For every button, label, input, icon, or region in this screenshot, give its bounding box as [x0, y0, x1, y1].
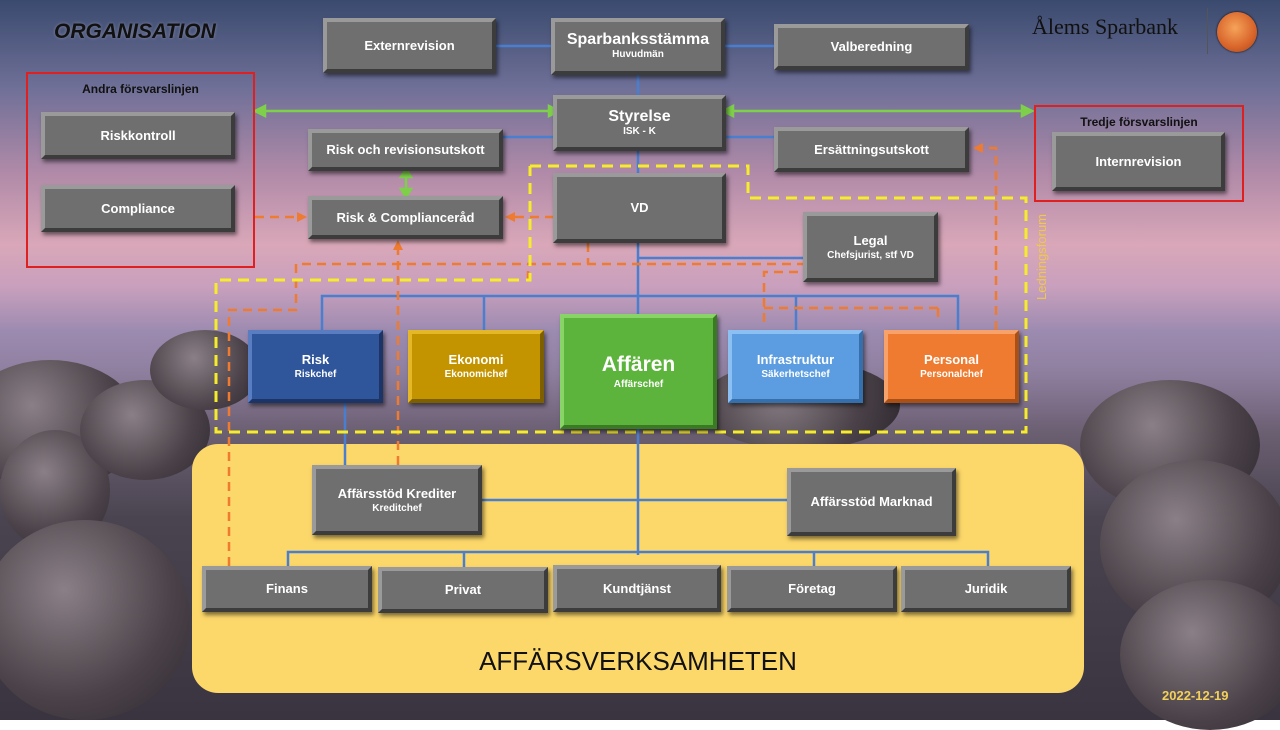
- legal-title: Legal: [854, 233, 888, 249]
- affaren-sub: Affärschef: [614, 378, 663, 391]
- kundtjanst-box[interactable]: Kundtjänst: [553, 565, 721, 612]
- ersattningsutskott-title: Ersättningsutskott: [814, 142, 929, 158]
- sparbanksstamma-sub: Huvudmän: [612, 48, 664, 61]
- third-line-label: Tredje försvarslinjen: [1036, 115, 1242, 129]
- styrelse-title: Styrelse: [608, 109, 670, 125]
- ersattningsutskott-box[interactable]: Ersättningsutskott: [774, 127, 969, 172]
- kundtjanst-title: Kundtjänst: [603, 581, 671, 597]
- compliance-box[interactable]: Compliance: [41, 185, 235, 232]
- foretag-box[interactable]: Företag: [727, 566, 897, 612]
- finans-box[interactable]: Finans: [202, 566, 372, 612]
- legal-sub: Chefsjurist, stf VD: [827, 249, 914, 262]
- juridik-title: Juridik: [965, 581, 1008, 597]
- risk-revisionsutskott-title: Risk och revisionsutskott: [326, 142, 484, 158]
- risk-revisionsutskott-box[interactable]: Risk och revisionsutskott: [308, 129, 503, 171]
- tree-logo-icon: [1217, 12, 1257, 52]
- ekonomi-title: Ekonomi: [449, 352, 504, 368]
- affarsstod-krediter-sub: Kreditchef: [372, 502, 421, 515]
- infrastruktur-title: Infrastruktur: [757, 352, 834, 368]
- valberedning-title: Valberedning: [831, 39, 913, 55]
- brand-divider: [1207, 8, 1208, 54]
- affarsstod-marknad-box[interactable]: Affärsstöd Marknad: [787, 468, 956, 536]
- foretag-title: Företag: [788, 581, 836, 597]
- sparbanksstamma-title: Sparbanksstämma: [567, 32, 709, 48]
- riskkontroll-title: Riskkontroll: [100, 128, 175, 144]
- personal-sub: Personalchef: [920, 368, 983, 381]
- externrevision-box[interactable]: Externrevision: [323, 18, 496, 73]
- infrastruktur-sub: Säkerhetschef: [761, 368, 829, 381]
- compliancerad-box[interactable]: Risk & Complianceråd: [308, 196, 503, 239]
- compliancerad-title: Risk & Complianceråd: [337, 210, 475, 226]
- risk-sub: Riskchef: [295, 368, 337, 381]
- affarsstod-marknad-title: Affärsstöd Marknad: [810, 494, 932, 510]
- second-line-label: Andra försvarslinjen: [28, 82, 253, 96]
- internrevision-box[interactable]: Internrevision: [1052, 132, 1225, 191]
- vd-title: VD: [630, 200, 648, 216]
- page-title: ORGANISATION: [54, 20, 216, 44]
- privat-box[interactable]: Privat: [378, 567, 548, 613]
- valberedning-box[interactable]: Valberedning: [774, 24, 969, 70]
- privat-title: Privat: [445, 582, 481, 598]
- affaren-title: Affären: [602, 352, 676, 378]
- personal-title: Personal: [924, 352, 979, 368]
- affarsstod-krediter-title: Affärsstöd Krediter: [338, 486, 456, 502]
- externrevision-title: Externrevision: [364, 38, 454, 54]
- ekonomi-sub: Ekonomichef: [445, 368, 508, 381]
- date-label: 2022-12-19: [1162, 688, 1229, 703]
- risk-title: Risk: [302, 352, 329, 368]
- finans-title: Finans: [266, 581, 308, 597]
- vd-box[interactable]: VD: [553, 173, 726, 243]
- ledningsforum-label: Ledningsforum: [1034, 214, 1049, 300]
- second-line-frame: Andra försvarslinjen: [26, 72, 255, 268]
- compliance-title: Compliance: [101, 201, 175, 217]
- riskkontroll-box[interactable]: Riskkontroll: [41, 112, 235, 159]
- brand-name: Ålems Sparbank: [1032, 14, 1178, 40]
- juridik-box[interactable]: Juridik: [901, 566, 1071, 612]
- internrevision-title: Internrevision: [1096, 154, 1182, 170]
- styrelse-sub: ISK - K: [623, 125, 656, 138]
